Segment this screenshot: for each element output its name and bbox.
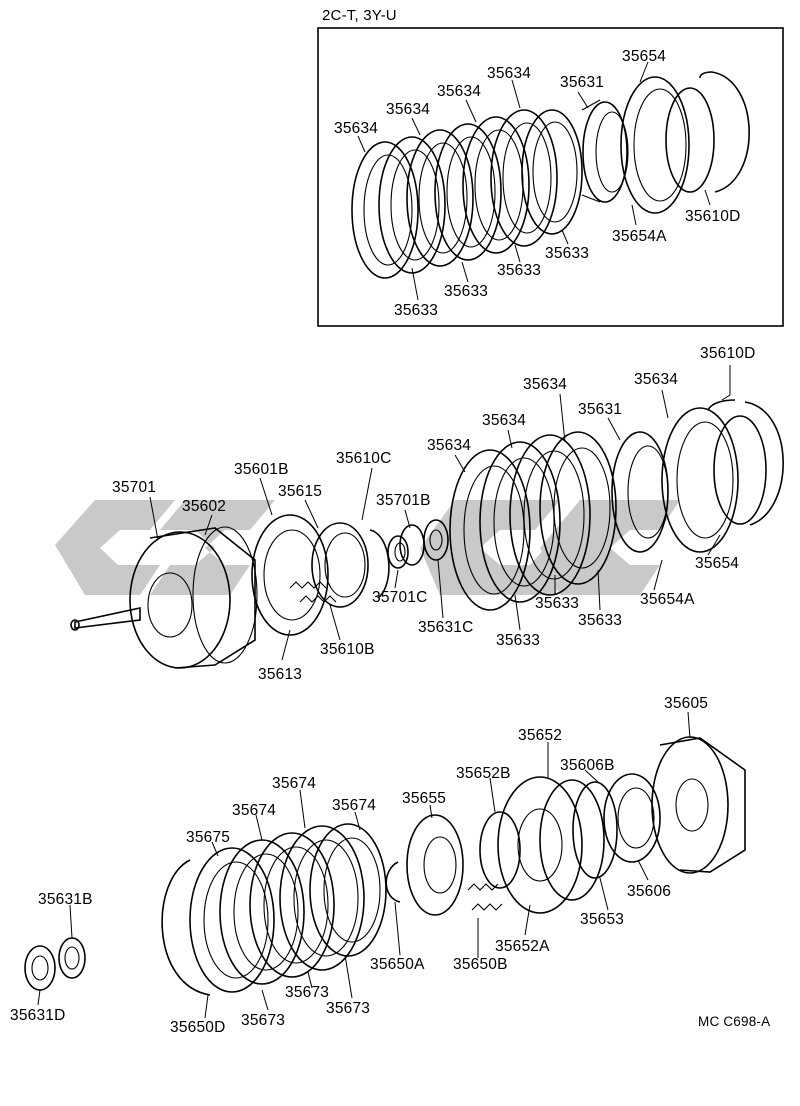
- bottom-label-35652B: 35652B: [456, 765, 511, 782]
- middle-label-35701C: 35701C: [372, 589, 428, 606]
- part-35601B-plate: [251, 514, 329, 636]
- bottom-label-35631B: 35631B: [38, 891, 93, 908]
- middle-label-35602: 35602: [182, 498, 226, 515]
- bottom-label-35673-b: 35673: [241, 1012, 285, 1029]
- inset-label-35633-b: 35633: [497, 262, 541, 279]
- part-35631D-washer: [24, 945, 56, 991]
- inset-label-35654: 35654: [622, 48, 666, 65]
- part-35610C-snap-ring: [369, 529, 390, 599]
- bottom-label-35606: 35606: [627, 883, 671, 900]
- bottom-label-35674-a: 35674: [272, 775, 316, 792]
- inset-label-35633-a: 35633: [545, 245, 589, 262]
- bottom-label-35675: 35675: [186, 829, 230, 846]
- inset-snap-ring-35610D: [699, 71, 750, 193]
- middle-label-35613: 35613: [258, 666, 302, 683]
- bottom-label-35674-c: 35674: [332, 797, 376, 814]
- middle-label-35631: 35631: [578, 401, 622, 418]
- bottom-label-35650A: 35650A: [370, 956, 425, 973]
- inset-hub-35631: [581, 99, 629, 203]
- bottom-label-35650B: 35650B: [453, 956, 508, 973]
- bottom-clutch-pack: [189, 823, 387, 993]
- inset-clutch-pack: [351, 109, 583, 279]
- middle-label-35654A: 35654A: [640, 591, 695, 608]
- bottom-label-35606B: 35606B: [560, 757, 615, 774]
- inset-label-35634-c: 35634: [386, 101, 430, 118]
- middle-label-35610D: 35610D: [700, 345, 756, 362]
- bottom-label-35673-c: 35673: [326, 1000, 370, 1017]
- bottom-label-35631D: 35631D: [10, 1007, 66, 1024]
- middle-label-35701: 35701: [112, 479, 156, 496]
- inset-border: [317, 27, 784, 327]
- bottom-leaders: [37, 711, 691, 1019]
- part-35631B-bearing: [58, 937, 86, 979]
- inset-leaders: [357, 61, 711, 301]
- part-35613-springs: [289, 581, 337, 603]
- bottom-label-35652A: 35652A: [495, 938, 550, 955]
- middle-label-35634-d: 35634: [427, 437, 471, 454]
- middle-label-35601B: 35601B: [234, 461, 289, 478]
- middle-label-35633-b: 35633: [578, 612, 622, 629]
- middle-label-35701B: 35701B: [376, 492, 431, 509]
- inset-panel: 2C-T, 3Y-U: [317, 7, 784, 327]
- bottom-label-35650D: 35650D: [170, 1019, 226, 1036]
- part-35631-hub: [611, 431, 669, 553]
- part-35606-seal: [603, 773, 661, 863]
- bottom-label-35652: 35652: [518, 727, 562, 744]
- middle-leaders: [149, 365, 731, 661]
- part-35605-cylinder: [651, 736, 746, 874]
- part-35650D-snap-ring: [161, 859, 211, 996]
- middle-label-35634-c: 35634: [482, 412, 526, 429]
- part-35650B-springs: [467, 883, 503, 911]
- inset-label-35610D: 35610D: [685, 208, 741, 225]
- part-35631C-washer: [423, 519, 449, 561]
- middle-clutch-pack: [449, 431, 617, 611]
- part-35615-retainer: [311, 522, 369, 608]
- middle-label-35633-c: 35633: [496, 632, 540, 649]
- inset-label-35654A: 35654A: [612, 228, 667, 245]
- part-35652-piston: [497, 776, 605, 914]
- inset-label-35633-c: 35633: [444, 283, 488, 300]
- bottom-label-35605: 35605: [664, 695, 708, 712]
- part-35652B-o-ring: [479, 811, 521, 889]
- middle-assembly: 35610D 35634 35634 35631 35634 35634 356…: [70, 345, 784, 683]
- part-35654-drum: [661, 407, 767, 553]
- bottom-assembly: 35605 35652 35674 35652B 35606B 35674 35…: [10, 695, 746, 1036]
- middle-label-35633-a: 35633: [535, 595, 579, 612]
- bottom-label-35673-a: 35673: [285, 984, 329, 1001]
- middle-label-35634-a: 35634: [523, 376, 567, 393]
- middle-label-35631C: 35631C: [418, 619, 474, 636]
- part-35610D-snap-ring: [707, 399, 784, 526]
- bottom-label-35653: 35653: [580, 911, 624, 928]
- drawing-code: MC C698-A: [698, 1014, 770, 1029]
- middle-label-35610C: 35610C: [336, 450, 392, 467]
- part-35653-ring: [572, 781, 618, 879]
- inset-label-35634-d: 35634: [334, 120, 378, 137]
- part-35701C-ring: [387, 535, 409, 569]
- inset-header: 2C-T, 3Y-U: [322, 7, 397, 24]
- inset-label-35634-b: 35634: [437, 83, 481, 100]
- inset-label-35631: 35631: [560, 74, 604, 91]
- part-35655-retainer: [406, 814, 464, 916]
- part-35650A-snap-ring: [385, 861, 401, 903]
- middle-label-35610B: 35610B: [320, 641, 375, 658]
- middle-label-35654: 35654: [695, 555, 739, 572]
- bottom-label-35674-b: 35674: [232, 802, 276, 819]
- middle-label-35634-b: 35634: [634, 371, 678, 388]
- middle-label-35615: 35615: [278, 483, 322, 500]
- inset-drum-35654: [620, 76, 715, 214]
- bottom-label-35655: 35655: [402, 790, 446, 807]
- inset-label-35634-a: 35634: [487, 65, 531, 82]
- inset-label-35633-d: 35633: [394, 302, 438, 319]
